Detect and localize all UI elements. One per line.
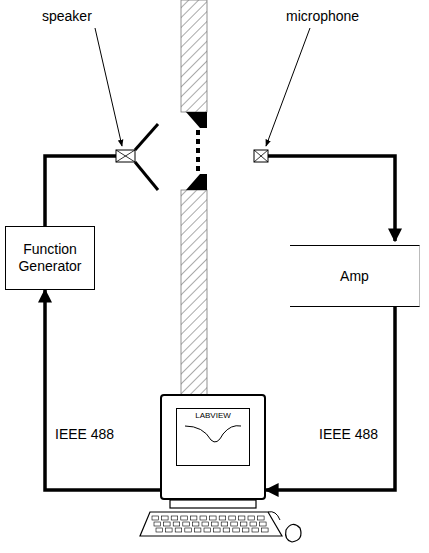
- bus-label: IEEE 488: [317, 426, 380, 442]
- screen: LABVIEW: [176, 408, 250, 466]
- computer-monitor: LABVIEW: [160, 394, 266, 500]
- bus-connector: [266, 307, 395, 490]
- leader-line: [266, 28, 310, 146]
- waveform: [183, 420, 243, 446]
- amplifier-box: Amp: [290, 245, 420, 307]
- microphone-symbol: [254, 150, 268, 162]
- part-label: microphone: [284, 8, 361, 24]
- bus-label: IEEE 488: [53, 426, 116, 442]
- process-box: Function Generator: [5, 226, 95, 290]
- speaker-symbol: [116, 124, 158, 190]
- leader-line: [95, 28, 122, 146]
- wall: [181, 0, 207, 395]
- node-text: LABVIEW: [195, 412, 231, 420]
- signal-arrow: [268, 156, 395, 241]
- node-text: Amp: [340, 268, 369, 285]
- node-text: Function Generator: [6, 241, 94, 275]
- bus-connector: [45, 290, 160, 490]
- wire: [45, 156, 116, 226]
- part-label: speaker: [40, 8, 94, 24]
- computer-symbol: [140, 500, 301, 542]
